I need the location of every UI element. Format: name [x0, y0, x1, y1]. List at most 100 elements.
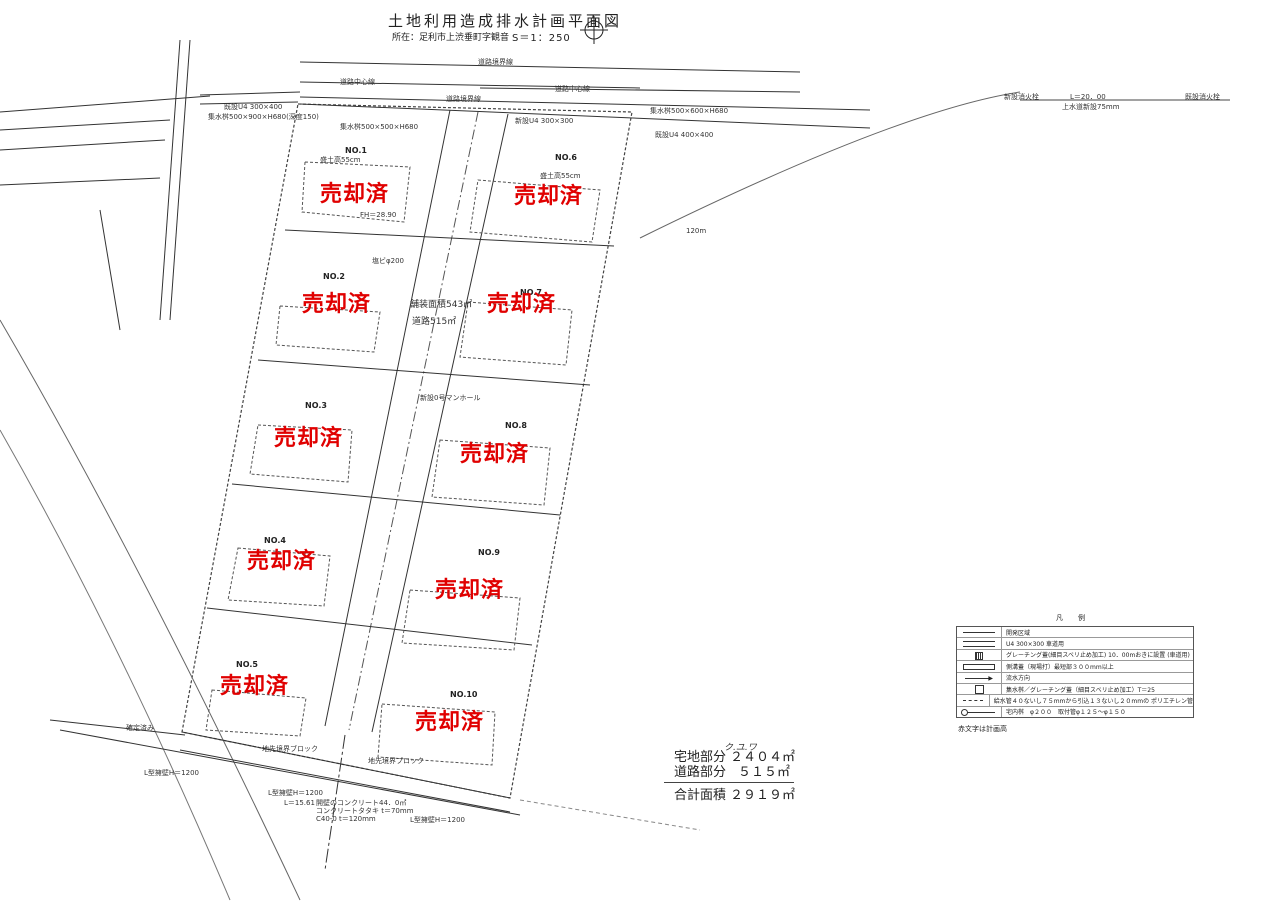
- lot-sold-status-10: 売却済: [415, 710, 485, 735]
- legend-symbol-u4: [957, 638, 1002, 649]
- length-label: L＝15.61: [284, 799, 315, 807]
- lot-sold-status-9: 売却済: [435, 578, 505, 603]
- internal-road-right: [371, 113, 509, 733]
- l-wall-label-1: L型擁壁H＝1200: [144, 769, 199, 777]
- lot-number-7: NO.7: [520, 288, 542, 297]
- boundary-block-label-1: 地先境界ブロック: [262, 745, 318, 753]
- footprint-10: [377, 703, 496, 766]
- catch-basin-label-3: 集水桝500×600×H680: [650, 107, 729, 115]
- footprint-8: [431, 439, 551, 506]
- road-boundary-label: 道路境界線: [478, 58, 513, 66]
- road-edge-top: [299, 96, 871, 111]
- u4-existing-label: 既設U4 300×400: [224, 103, 283, 111]
- left-parcel-2: [0, 119, 171, 131]
- legend-symbol-ditch: [957, 661, 1002, 672]
- lot-number-6: NO.6: [555, 153, 577, 162]
- road-north: [199, 91, 301, 96]
- road-center-top: [299, 81, 641, 89]
- road-bottom-right: [519, 799, 701, 831]
- legend-symbol-catch-basin: [957, 683, 1002, 695]
- road-bottom-3: [59, 729, 521, 816]
- lot-divider-3: [231, 483, 561, 516]
- legend-row: 宅内桝 φ２００ 取付管φ１２５～φ１５０: [957, 705, 1193, 718]
- road-edge-top-2: [299, 103, 871, 129]
- boundary-block-label-2: 地先境界ブロック: [368, 757, 424, 765]
- road-boundary-label-2: 道路境界線: [446, 95, 481, 103]
- footprint-1: [301, 161, 411, 223]
- legend-table: 開発区域 U4 300×300 車道用 グレーチング蓋(細目スベリ止め加工) 1…: [956, 626, 1194, 719]
- l-wall-label-2: L型擁壁H＝1200: [268, 789, 323, 797]
- lot-number-1: NO.1: [345, 146, 367, 155]
- legend-row: グレーチング蓋(細目スベリ止め加工) 10．00mおきに設置 (車道用): [957, 648, 1193, 661]
- left-parcel-4: [0, 177, 161, 186]
- lot-sold-status-2: 売却済: [302, 292, 372, 317]
- new-hydrant-label: 新設消火栓: [1004, 93, 1039, 101]
- lot-number-2: NO.2: [323, 272, 345, 281]
- road-area-label: 道路515㎡: [412, 317, 457, 327]
- fill-height-1: 盛土高55cm: [320, 156, 361, 164]
- road-area-sum-value: ５１５㎡: [738, 765, 791, 780]
- legend-row: 開発区域: [957, 627, 1193, 638]
- lot-sold-status-3: 売却済: [274, 426, 344, 451]
- total-area-value: ２９１９㎡: [730, 788, 796, 803]
- arc-left: [0, 319, 301, 901]
- legend-text: グレーチング蓋(細目スベリ止め加工) 10．00mおきに設置 (車道用): [1006, 652, 1190, 660]
- road-area-sum-label: 道路部分: [674, 765, 727, 780]
- lot-number-9: NO.9: [478, 548, 500, 557]
- legend-symbol-flow-arrow-icon: ▶: [957, 672, 1002, 683]
- legend-row: ▶ 流水方向: [957, 671, 1193, 683]
- legend-row: U4 300×300 車道用: [957, 637, 1193, 649]
- lot-sold-status-6: 売却済: [514, 184, 584, 209]
- residential-area-value: ２４０４㎡: [730, 750, 796, 765]
- footprint-3: [249, 424, 353, 483]
- lot-sold-status-1: 売却済: [320, 182, 390, 207]
- u4-new-label: 新設U4 300×300: [515, 117, 574, 125]
- legend-row: 給水管４０ないし７５mmから引込１３ないし２０mmの ポリエチレン管: [957, 694, 1193, 706]
- legend-symbol-water-pipe: [957, 695, 990, 706]
- lot-divider-2: [257, 359, 591, 386]
- legend-text: 給水管４０ないし７５mmから引込１３ないし２０mmの ポリエチレン管: [993, 698, 1193, 706]
- l-wall-label-3: L型擁壁H＝1200: [410, 816, 465, 824]
- manhole-label: 新設0号マンホール: [420, 394, 481, 402]
- scale-text: S＝1：250: [512, 33, 571, 44]
- residential-area-label: 宅地部分: [674, 750, 727, 765]
- confirmed-label: 確定済み: [126, 724, 154, 732]
- legend-text: U4 300×300 車道用: [1006, 641, 1064, 649]
- handwritten-note: ク.ユ.ワ: [724, 743, 757, 753]
- lot-divider-4: [206, 607, 533, 646]
- lot-number-5: NO.5: [236, 660, 258, 669]
- lot-sold-status-8: 売却済: [460, 442, 530, 467]
- pavement-area-label: 舗装面積543㎡: [410, 300, 473, 310]
- legend-text: 宅内桝 φ２００ 取付管φ１２５～φ１５０: [1006, 709, 1126, 717]
- existing-hydrant-label: 既設消火栓: [1185, 93, 1220, 101]
- water-length-label: L＝20．00: [1070, 93, 1106, 101]
- lot-number-4: NO.4: [264, 536, 286, 545]
- road-center-label-2: 道路中心線: [555, 85, 590, 93]
- road-boundary-top: [299, 61, 801, 73]
- location-text: 所在：足利市上渋垂町字観音: [392, 33, 510, 43]
- legend-text: 側溝蓋（現場打）最短部３００mm以上: [1006, 663, 1114, 671]
- catch-basin-label-2: 集水桝500×500×H680: [340, 123, 419, 131]
- road-bottom: [181, 731, 511, 799]
- drawing-title: 土地利用造成排水計画平面図: [388, 12, 623, 30]
- left-parcel-1: [0, 95, 211, 113]
- legend-heading: 凡 例: [1056, 614, 1089, 622]
- left-parcel-3: [0, 139, 166, 151]
- compass-needle: [580, 16, 608, 44]
- legend-row: 集水桝／グレーチング蓋（細目スベリ止め加工）T＝25: [957, 682, 1193, 695]
- legend-row: 側溝蓋（現場打）最短部３００mm以上: [957, 660, 1193, 672]
- lot-sold-status-7: 売却済: [487, 292, 557, 317]
- distance-label: 120m: [686, 227, 707, 235]
- fill-height-6: 盛土高55cm: [540, 172, 581, 180]
- road-north-2: [199, 101, 299, 105]
- footprint-2: [275, 305, 381, 353]
- legend-symbol-boundary: [957, 627, 1002, 638]
- left-parcel-5: [99, 209, 121, 331]
- legend-text: 流水方向: [1006, 675, 1031, 683]
- lot-number-8: NO.8: [505, 421, 527, 430]
- arc-left-2: [0, 429, 231, 901]
- legend-text: 集水桝／グレーチング蓋（細目スベリ止め加工）T＝25: [1006, 686, 1155, 694]
- pipe-label: 塩ビφ200: [372, 257, 404, 265]
- fh-label: FH＝28.90: [360, 211, 397, 219]
- left-road-a: [159, 39, 181, 321]
